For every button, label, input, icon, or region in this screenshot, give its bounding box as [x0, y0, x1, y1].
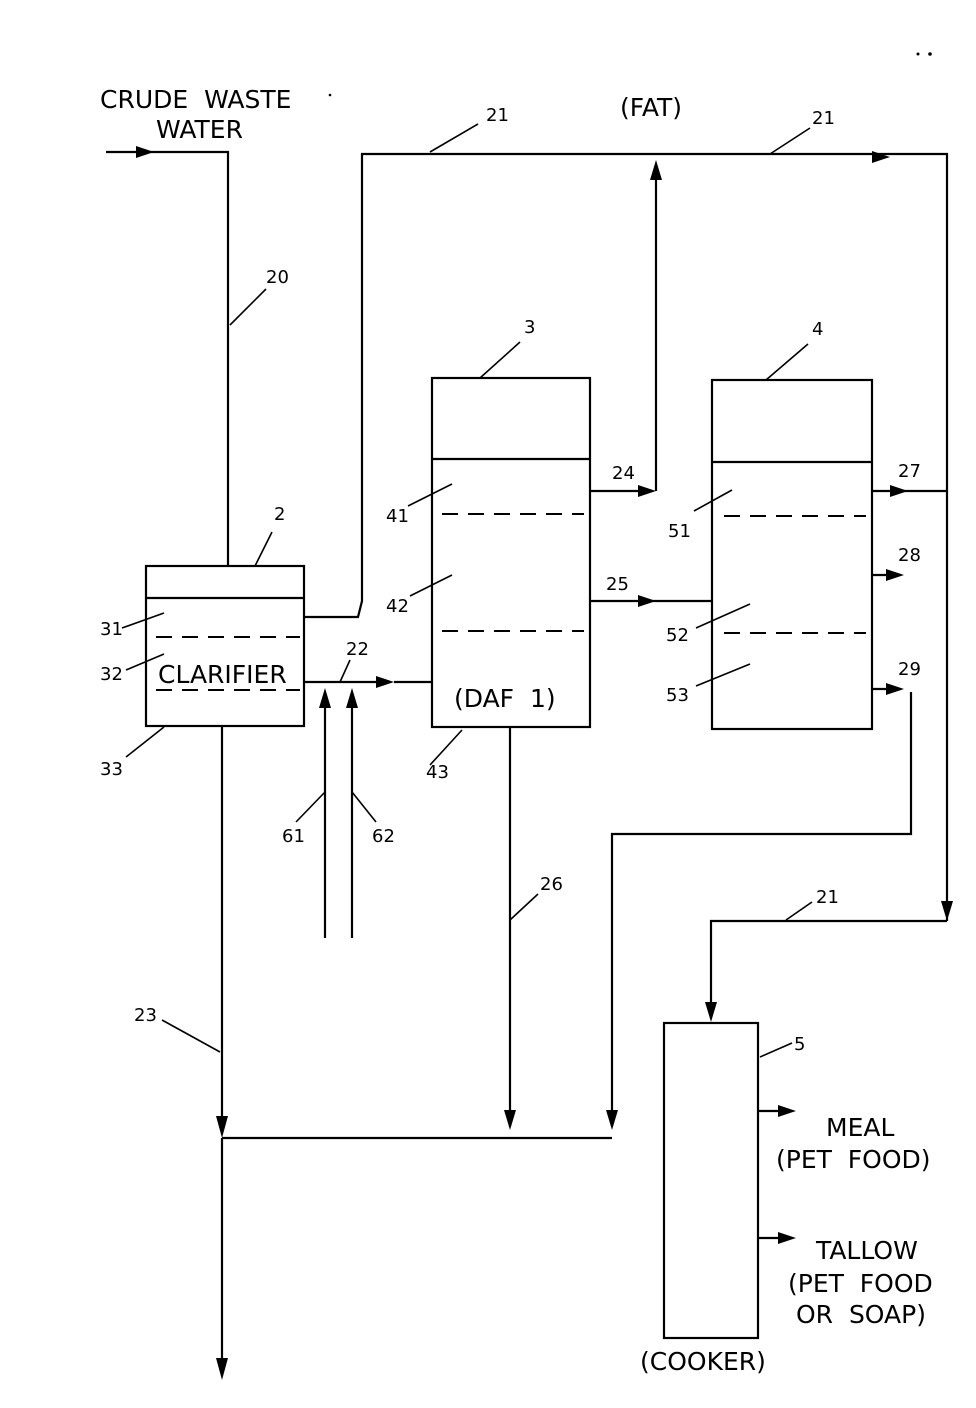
ref-24: 24: [612, 463, 635, 484]
arrowhead: [216, 1358, 228, 1380]
ref-52: 52: [666, 625, 689, 646]
tallow-label: TALLOW: [815, 1236, 918, 1265]
arrowhead: [376, 676, 394, 688]
clarifier-label: CLARIFIER: [158, 660, 287, 689]
arrowhead: [606, 1110, 618, 1130]
arrowhead: [778, 1105, 796, 1117]
arrowhead: [216, 1116, 228, 1138]
leader-lines: [122, 124, 812, 1057]
separator-unit: [712, 380, 872, 729]
arrowhead: [705, 1002, 717, 1022]
ref-61: 61: [282, 826, 305, 847]
arrowhead: [504, 1110, 516, 1130]
ref-41: 41: [386, 506, 409, 527]
ref-28: 28: [898, 545, 921, 566]
ref-26: 26: [540, 874, 563, 895]
ref-21: 21: [812, 108, 835, 129]
cooker-label: (COOKER): [640, 1347, 766, 1376]
ref-33: 33: [100, 759, 123, 780]
ref-32: 32: [100, 664, 123, 685]
daf-unit: [432, 378, 590, 727]
scan-specks: [329, 52, 932, 96]
ref-20: 20: [266, 267, 289, 288]
daf-label: (DAF 1): [454, 684, 556, 713]
arrowhead: [650, 160, 662, 180]
ref-31: 31: [100, 619, 123, 640]
tallow-pet-food-label: (PET FOOD: [788, 1269, 933, 1298]
ref-29: 29: [898, 659, 921, 680]
ref-21: 21: [486, 105, 509, 126]
arrowhead: [890, 485, 908, 497]
meal-label: MEAL: [826, 1113, 894, 1142]
ref-53: 53: [666, 685, 689, 706]
meal-pet-food-label: (PET FOOD): [776, 1145, 931, 1174]
arrowhead: [886, 683, 904, 695]
crude-waste-label: CRUDE WASTE: [100, 85, 291, 114]
arrowhead: [638, 595, 656, 607]
arrowhead: [638, 485, 656, 497]
fat-label: (FAT): [620, 93, 682, 122]
ref-3: 3: [524, 317, 535, 338]
clarifier-unit: [146, 566, 304, 726]
cooker-unit: [664, 1023, 758, 1338]
ref-5: 5: [794, 1034, 805, 1055]
ref-27: 27: [898, 461, 921, 482]
arrow-heads: [136, 146, 953, 1380]
ref-4: 4: [812, 319, 823, 340]
or-soap-label: OR SOAP): [796, 1300, 926, 1329]
arrowhead: [886, 569, 904, 581]
ref-25: 25: [606, 574, 629, 595]
ref-2: 2: [274, 504, 285, 525]
water-label: WATER: [156, 115, 243, 144]
arrowhead: [319, 688, 331, 708]
ref-42: 42: [386, 596, 409, 617]
arrowhead: [778, 1232, 796, 1244]
ref-23: 23: [134, 1005, 157, 1026]
text-labels: CRUDE WASTE WATER (FAT) CLARIFIER (DAF 1…: [100, 85, 933, 1376]
ref-62: 62: [372, 826, 395, 847]
arrowhead: [872, 151, 890, 163]
arrowhead: [941, 901, 953, 921]
ref-43: 43: [426, 762, 449, 783]
arrowhead: [346, 688, 358, 708]
ref-22: 22: [346, 639, 369, 660]
ref-51: 51: [668, 521, 691, 542]
arrowhead: [136, 146, 154, 158]
ref-21: 21: [816, 887, 839, 908]
